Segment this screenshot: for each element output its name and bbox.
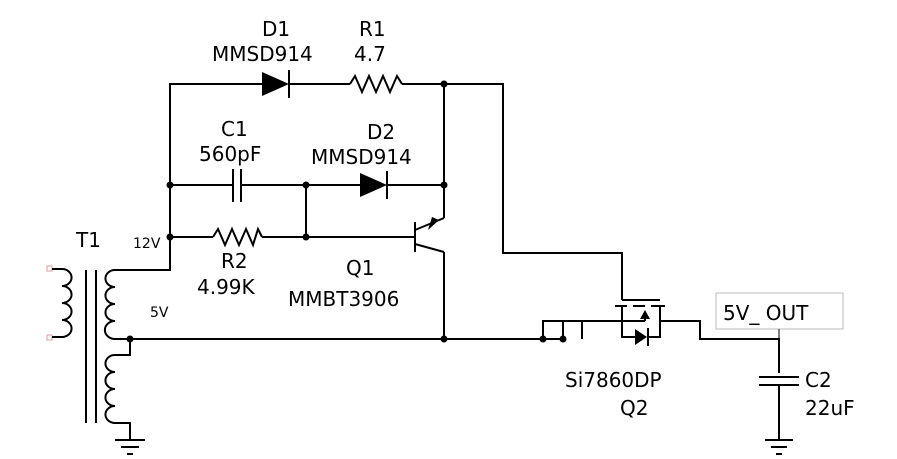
wire-mid — [170, 184, 444, 237]
q2-ref: Q2 — [620, 396, 648, 420]
junction — [302, 233, 310, 241]
diode-d2[interactable] — [360, 171, 388, 199]
r1-value: 4.7 — [354, 42, 386, 66]
d1-value: MMSD914 — [212, 42, 313, 66]
ground-c2 — [765, 439, 793, 455]
junction — [539, 335, 547, 343]
c1-value: 560pF — [199, 142, 261, 166]
junction — [440, 181, 448, 189]
junction — [440, 80, 448, 88]
capacitor-c1[interactable] — [232, 169, 242, 202]
ground-t1 — [115, 439, 145, 455]
diode-d1[interactable] — [262, 70, 290, 98]
resistor-r1[interactable] — [349, 73, 403, 95]
net-label-output[interactable]: 5V_ OUT — [715, 292, 844, 339]
r2-value: 4.99K — [197, 275, 256, 299]
junction — [440, 335, 448, 343]
r2-ref: R2 — [221, 249, 248, 273]
junctions — [126, 80, 567, 343]
capacitor-c2[interactable] — [759, 376, 799, 440]
tap-5v-label: 5V — [150, 305, 169, 321]
t1-ref: T1 — [75, 228, 101, 252]
resistor-r2[interactable] — [212, 226, 263, 248]
wire-bottom — [130, 320, 602, 340]
q2-value: Si7860DP — [565, 368, 662, 392]
output-net-text: 5V_ OUT — [723, 301, 809, 325]
junction — [126, 335, 134, 343]
tap-12v-label: 12V — [133, 236, 161, 252]
d2-value: MMSD914 — [311, 145, 412, 169]
q1-ref: Q1 — [346, 256, 374, 280]
q1-value: MMBT3906 — [288, 287, 399, 311]
c2-value: 22uF — [805, 396, 855, 420]
junction — [302, 181, 310, 189]
mosfet-q2[interactable] — [602, 299, 780, 373]
transistor-q1[interactable] — [414, 217, 445, 339]
r1-ref: R1 — [359, 17, 386, 41]
junction — [559, 335, 567, 343]
c2-ref: C2 — [805, 368, 832, 392]
d1-ref: D1 — [262, 17, 290, 41]
junction — [166, 233, 174, 241]
junction — [166, 181, 174, 189]
d2-ref: D2 — [367, 120, 395, 144]
transformer-t1[interactable] — [46, 237, 171, 440]
c1-ref: C1 — [221, 117, 248, 141]
